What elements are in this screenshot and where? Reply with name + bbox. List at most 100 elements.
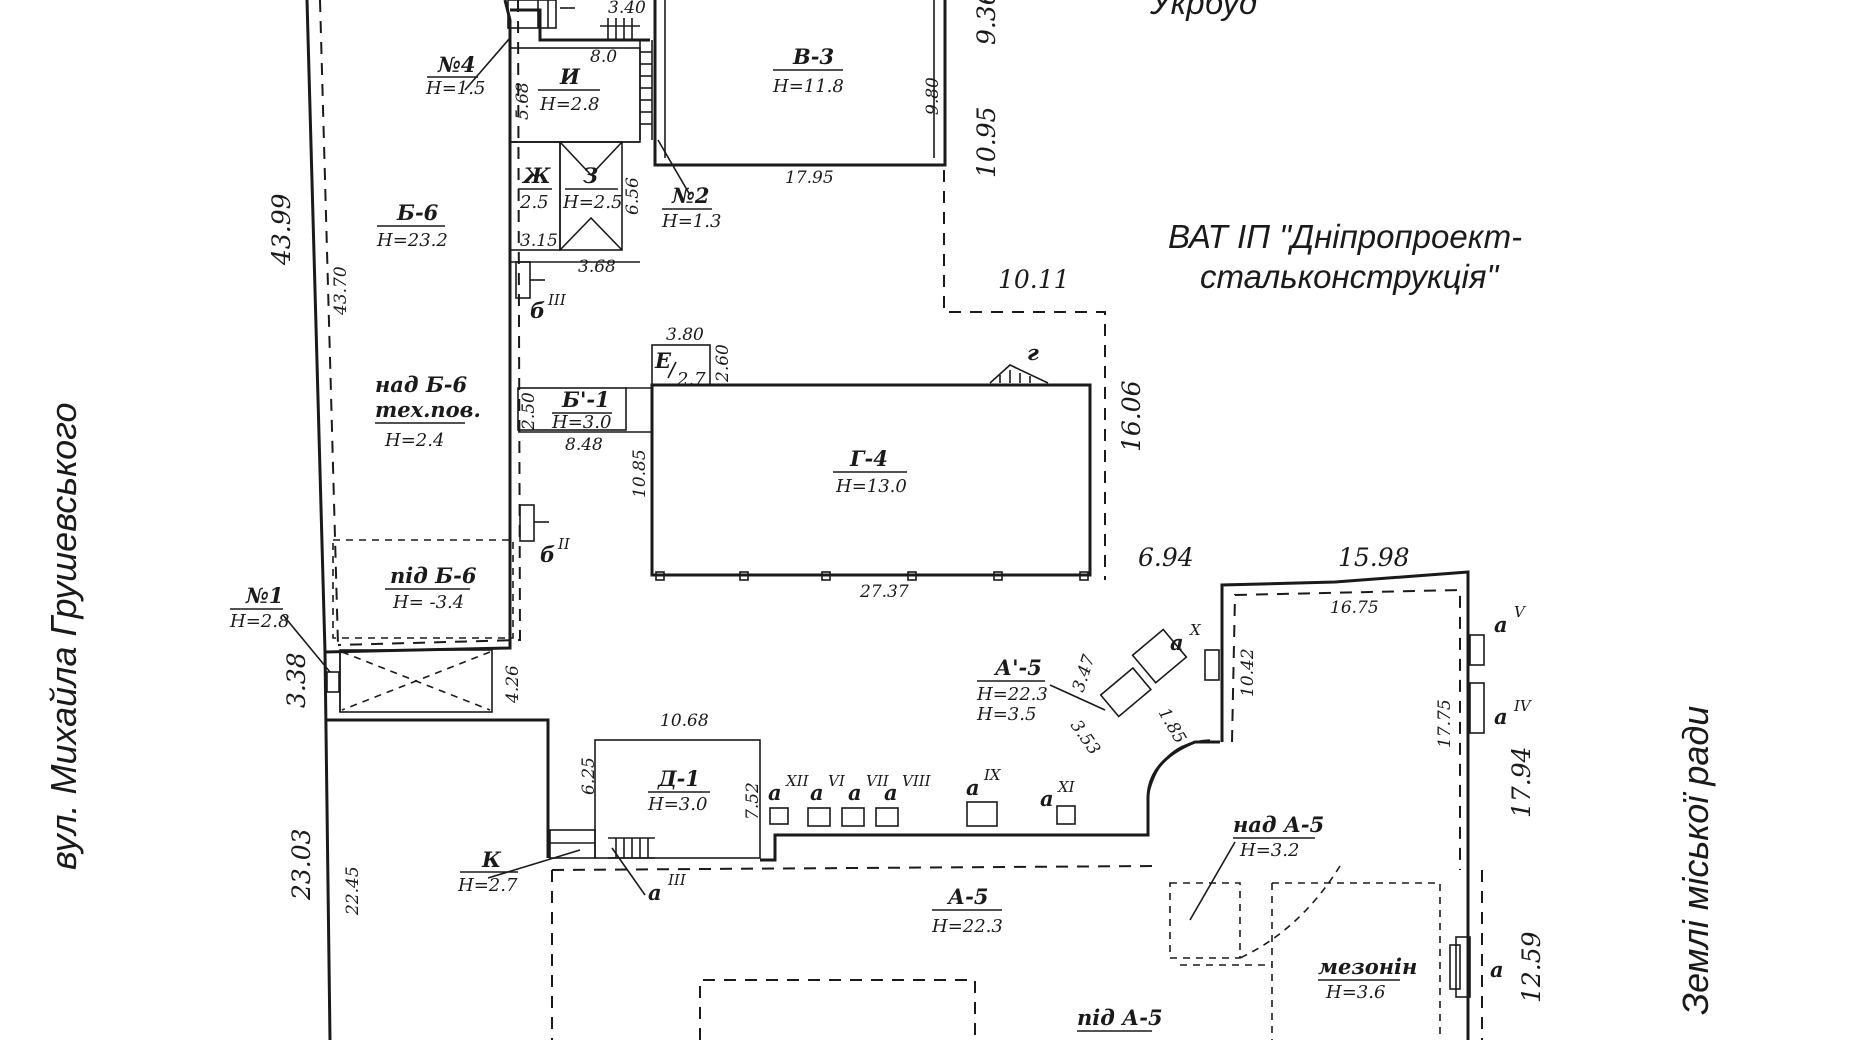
building-b6 [324,0,650,654]
organization-line-2: стальконструкція" [1200,258,1499,295]
room-no4-height: Н=1.5 [425,78,485,99]
dim-3-80: 3.80 [666,325,704,345]
room-d1-name: Д-1 [657,766,700,791]
mark-a-v-sup: V [1514,603,1527,621]
room-v3-name: В-3 [792,44,834,69]
dim-8-0: 8.0 [590,47,617,67]
dim-10-42: 10.42 [1238,648,1258,697]
room-b1-name: Б'-1 [561,387,610,412]
dimension-labels: 3.40 8.0 5.68 9.36 9.80 17.95 10.95 6.56… [267,0,1546,1003]
room-v3-height: Н=11.8 [772,76,844,97]
room-pid-b6-height: Н= -3.4 [392,592,464,613]
dim-16-06: 16.06 [1117,380,1146,452]
room-nad-b6-height: Н=2.4 [384,430,444,451]
room-zh-height: 2.5 [519,192,549,213]
room-b6-height: Н=23.2 [376,230,448,251]
entrance-b3-symbol [515,261,545,299]
mark-a-xii-sup: XII [785,772,810,790]
room-a5-prime-height-1: Н=22.3 [976,684,1048,705]
dim-22-45: 22.45 [343,866,363,916]
room-z-name: З [583,163,598,188]
dim-1-85: 1.85 [1154,705,1190,748]
mark-a-vi: а [810,780,824,805]
dim-17-95: 17.95 [785,168,834,188]
room-zh-name: Ж [521,163,551,188]
mark-a-x: а [1170,630,1184,655]
organization-line-1: ВАТ ІП "Дніпропроект- [1168,218,1522,255]
mark-a-x-sup: X [1189,621,1202,639]
room-i-height: Н=2.8 [539,94,599,115]
room-nad-a5-height: Н=3.2 [1239,840,1299,861]
building-v3 [653,0,1106,580]
organization-top-fragment: Укрбуд [1149,0,1257,21]
entrance-b2-symbol [519,504,549,542]
room-i-name: И [559,64,581,89]
room-a5-name: А-5 [946,884,988,909]
room-nad-b6-sub: тех.пов. [375,397,481,422]
mark-a-viii: а [884,780,898,805]
mark-b3: б [530,298,545,323]
building-a5 [551,570,1483,1040]
street-label-right: Землі міської ради [1675,706,1716,1015]
room-labels: В-3 Н=11.8 И Н=2.8 Ж 2.5 З Н=2.5 №4 Н=1.… [229,44,1417,1032]
dim-10-11: 10.11 [998,265,1070,294]
mark-a-viii-sup: VIII [902,772,932,790]
dim-7-52: 7.52 [743,782,763,820]
mark-labels: б III б II г а X а V а IV а а III а XII … [530,291,1533,982]
mark-a-vii: а [848,780,862,805]
dim-43-99: 43.99 [267,193,296,266]
room-d1-height: Н=3.0 [647,794,707,815]
dim-43-70: 43.70 [331,266,351,316]
room-b1-height: Н=3.0 [551,412,611,433]
dim-3-40: 3.40 [608,0,646,18]
room-a5-prime-height-2: Н=3.5 [976,704,1036,725]
dim-15-98: 15.98 [1338,543,1410,572]
dim-3-53: 3.53 [1066,716,1104,758]
room-no1-name: №1 [245,583,283,608]
mark-a-xi-sup: XI [1057,778,1076,796]
mark-a-ix-sup: IX [983,766,1002,784]
room-e-height: 2.7 [676,369,706,390]
dim-2-50: 2.50 [519,392,539,431]
dim-3-47: 3.47 [1069,652,1100,694]
dim-17-94: 17.94 [1507,746,1536,818]
alcoves [769,634,1485,827]
room-b6-name: Б-6 [396,200,439,225]
room-e-name: Е [654,348,672,373]
dim-10-85: 10.85 [630,449,650,498]
mark-a-iii: а [648,880,662,905]
room-z-height: Н=2.5 [562,192,622,213]
mark-b2: б [540,542,555,567]
leader-lines [282,37,1236,921]
mark-a: а [1490,957,1504,982]
dim-2-60: 2.60 [713,344,733,383]
ramp-g [989,364,1049,384]
room-mezonin-name: мезонін [1318,954,1417,979]
dim-10-95: 10.95 [972,106,1001,178]
mark-g: г [1027,340,1039,365]
dim-4-26: 4.26 [503,665,523,704]
dim-8-48: 8.48 [565,435,603,455]
staircase-2 [608,837,655,859]
mark-a-iii-sup: III [667,871,687,889]
building-a5-prime [1099,628,1211,797]
staircase-1 [600,18,653,140]
dim-10-68: 10.68 [660,711,709,731]
mark-a-iv-sup: IV [1513,697,1533,715]
room-no2-name: №2 [671,183,709,208]
room-no4-name: №4 [437,52,475,77]
dim-5-68: 5.68 [513,82,533,120]
dim-6-56: 6.56 [623,177,643,215]
room-a5-prime-name: А'-5 [993,655,1042,680]
dim-9-36: 9.36 [972,0,1001,45]
room-k-height: Н=2.7 [457,875,518,896]
dim-3-68: 3.68 [578,257,616,277]
dim-17-75: 17.75 [1435,699,1455,748]
dim-12-59: 12.59 [1517,931,1546,1003]
mark-a-xii: а [768,780,782,805]
room-a5-height: Н=22.3 [931,916,1003,937]
mark-a-iv: а [1494,704,1508,729]
room-g4-name: Г-4 [849,446,888,471]
room-pid-a5-name: під А-5 [1077,1005,1163,1030]
